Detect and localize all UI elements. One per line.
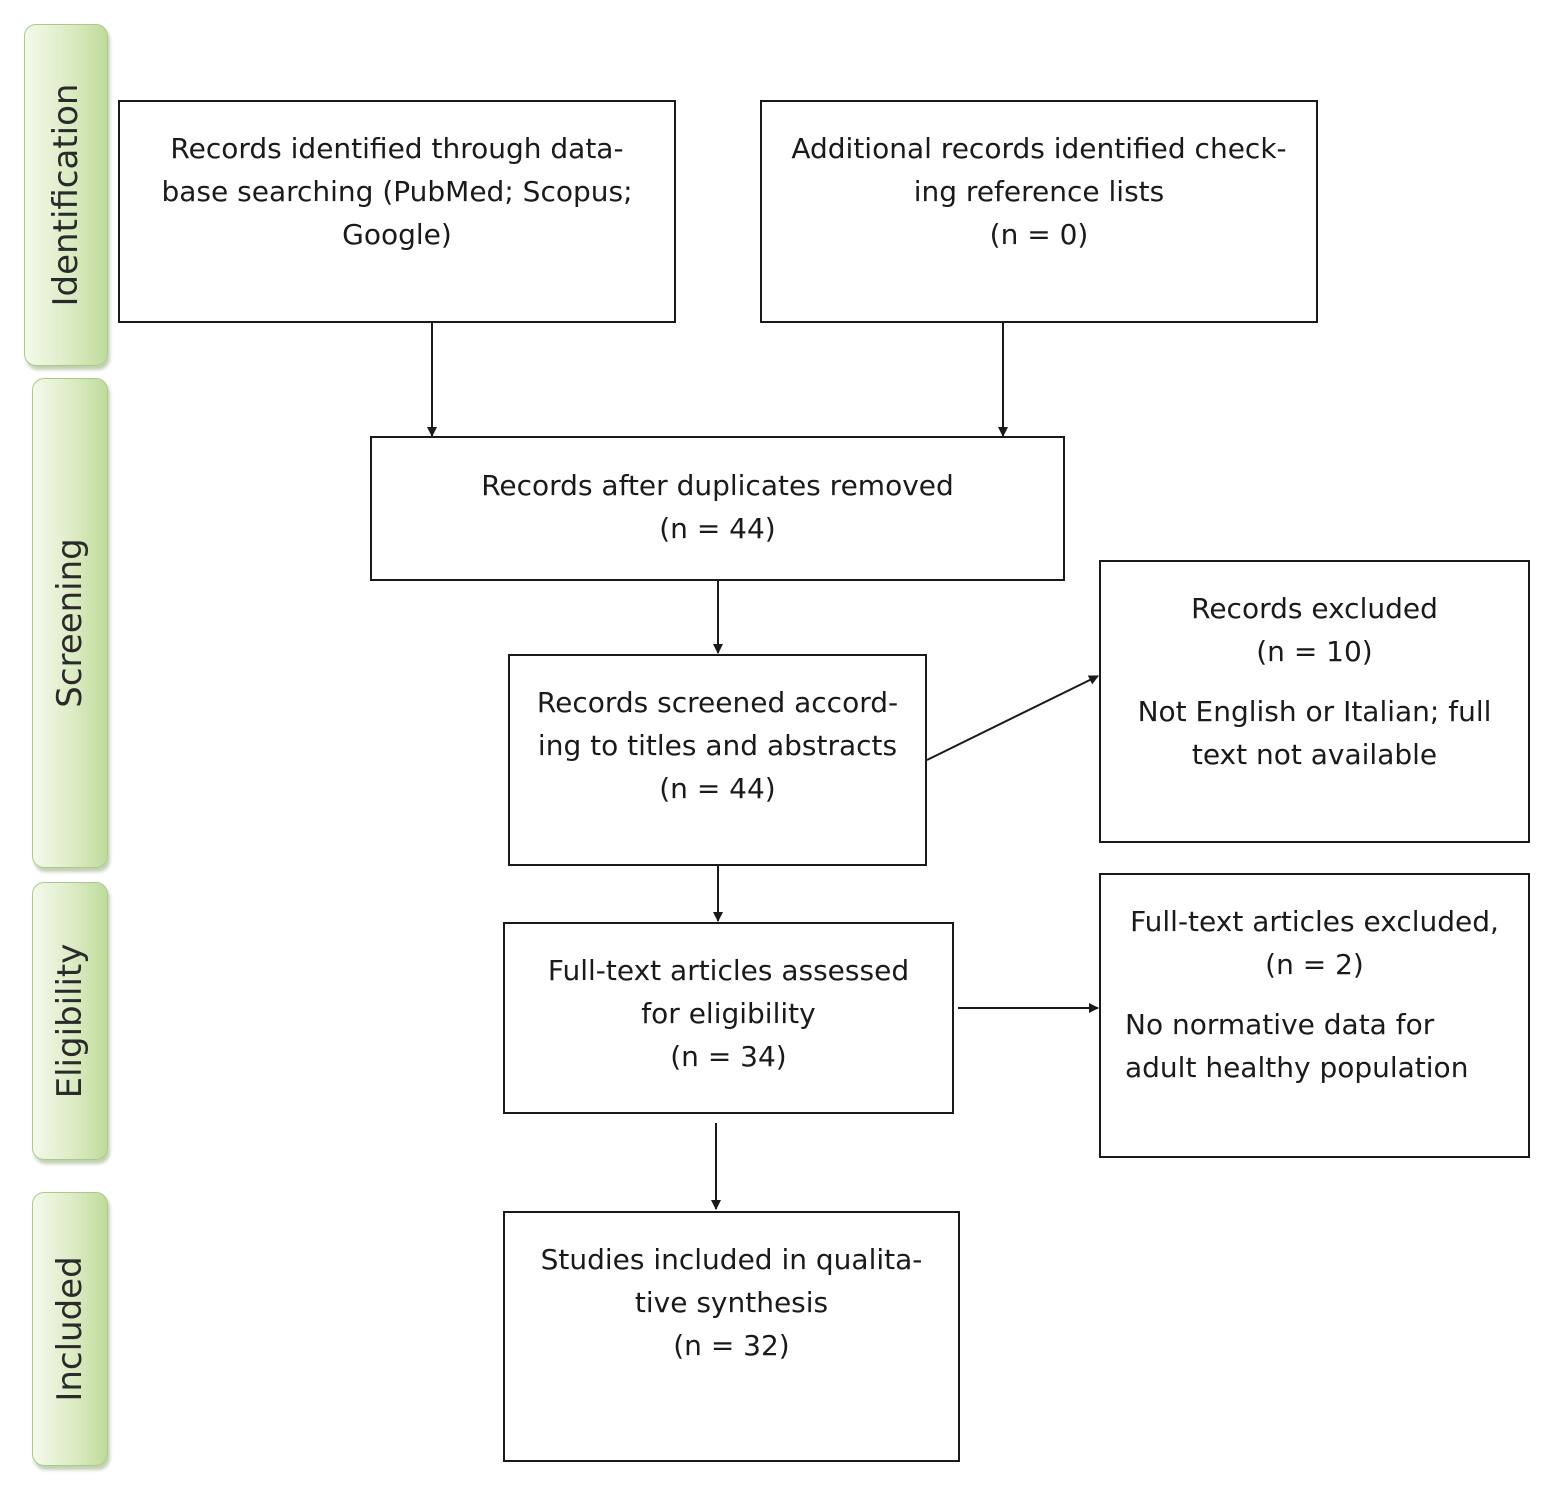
box-studies-included: Studies included in qualita- tive synthe… [503,1211,960,1462]
box-text-line: ing to titles and abstracts [537,729,898,762]
box-records-excluded: Records excluded (n = 10) Not English or… [1099,560,1530,843]
box-text-line: Records screened accord- [536,686,899,719]
stage-tab-included: Included [32,1192,108,1466]
stage-tab-identification: Identification [24,24,108,366]
box-count: (n = 0) [989,218,1089,251]
box-text-line: Studies included in qualita- [540,1243,923,1276]
box-duplicates-removed: Records after duplicates removed (n = 44… [370,436,1065,581]
exclusion-reason: Not English or Italian; full [1137,695,1492,728]
box-count: (n = 10) [1256,635,1373,668]
box-text-line: Full-text articles excluded, [1130,905,1499,938]
box-text-line: Google) [342,218,452,251]
arrow-screened-to-excluded [926,675,1099,761]
stage-tab-screening: Screening [32,378,108,868]
box-fulltext-excluded: Full-text articles excluded, (n = 2) No … [1099,873,1530,1158]
box-count: (n = 2) [1265,948,1364,981]
box-text-line: Records excluded [1191,592,1438,625]
box-text-line: base searching (PubMed; Scopus; [161,175,633,208]
box-text-line: tive synthesis [634,1286,829,1319]
box-text-line: Records after duplicates removed [481,469,954,502]
box-text-line: for eligibility [641,997,816,1030]
box-count: (n = 44) [659,512,776,545]
box-count: (n = 44) [659,772,776,805]
box-count: (n = 34) [670,1040,787,1073]
box-text-line: Full-text articles assessed [547,954,910,987]
exclusion-reason: No normative data for [1125,1008,1435,1041]
box-text-line: Additional records identified check- [791,132,1287,165]
box-records-screened: Records screened accord- ing to titles a… [508,654,927,866]
box-additional-records: Additional records identified check- ing… [760,100,1318,323]
box-text-line: Records identified through data- [170,132,624,165]
box-database-records: Records identified through data- base se… [118,100,676,323]
exclusion-reason: text not available [1191,738,1438,771]
box-count: (n = 32) [673,1329,790,1362]
box-text-line: ing reference lists [913,175,1165,208]
stage-tab-eligibility: Eligibility [32,882,108,1160]
exclusion-reason: adult healthy population [1125,1051,1469,1084]
box-fulltext-assessed: Full-text articles assessed for eligibil… [503,922,954,1114]
